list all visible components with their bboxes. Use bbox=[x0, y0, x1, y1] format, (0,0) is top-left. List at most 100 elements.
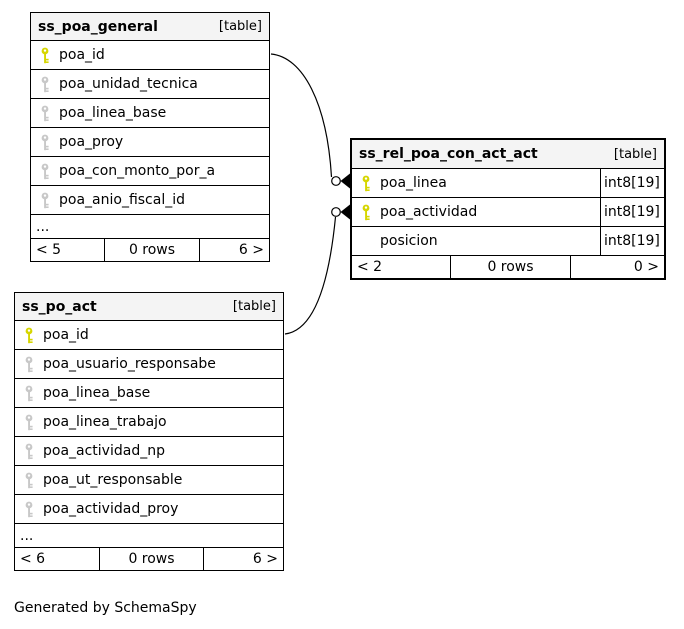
column-name-cell: poa_con_monto_por_a bbox=[39, 157, 269, 185]
column-type: int8[19] bbox=[600, 227, 664, 255]
column-row-poa_linea: poa_linea int8[19] bbox=[352, 168, 664, 197]
column-name: poa_linea bbox=[380, 175, 447, 191]
column-name: poa_actividad bbox=[380, 204, 478, 220]
relationship-connector-poa-linea bbox=[270, 53, 350, 189]
table-header: ss_po_act [table] bbox=[15, 293, 283, 320]
more-columns-ellipsis: ... bbox=[15, 523, 283, 547]
table-header: ss_rel_poa_con_act_act [table] bbox=[352, 140, 664, 168]
odot-endpoint bbox=[331, 176, 341, 186]
column-name: poa_linea_trabajo bbox=[43, 414, 167, 430]
generated-by-text: Generated by SchemaSpy bbox=[14, 600, 197, 616]
column-row-poa_actividad_proy: poa_actividad_proy bbox=[15, 494, 283, 523]
column-name-cell: poa_unidad_tecnica bbox=[39, 70, 269, 98]
column-name-cell: poa_actividad bbox=[360, 198, 600, 226]
column-name-cell: poa_usuario_responsabe bbox=[23, 350, 283, 378]
column-name-cell: poa_anio_fiscal_id bbox=[39, 186, 269, 214]
foreign-key-icon bbox=[39, 76, 51, 93]
children-count: < 6 bbox=[20, 551, 46, 567]
column-name-cell: poa_linea_base bbox=[39, 99, 269, 127]
column-name: poa_con_monto_por_a bbox=[59, 163, 216, 179]
column-row-poa_actividad_np: poa_actividad_np bbox=[15, 436, 283, 465]
row-count: 0 rows bbox=[99, 548, 203, 570]
foreign-key-icon bbox=[39, 192, 51, 209]
table-header: ss_poa_general [table] bbox=[31, 13, 269, 40]
column-row-poa_id: poa_id bbox=[15, 320, 283, 349]
foreign-key-icon bbox=[39, 134, 51, 151]
column-row-poa_id: poa_id bbox=[31, 40, 269, 69]
column-row-poa_unidad_tecnica: poa_unidad_tecnica bbox=[31, 69, 269, 98]
odot-endpoint bbox=[331, 207, 341, 217]
column-row-poa_proy: poa_proy bbox=[31, 127, 269, 156]
column-name-cell: poa_proy bbox=[39, 128, 269, 156]
column-row-posicion: posicion int8[19] bbox=[352, 226, 664, 255]
primary-key-icon bbox=[360, 175, 372, 192]
column-row-poa_actividad: poa_actividad int8[19] bbox=[352, 197, 664, 226]
table-ss_po_act[interactable]: ss_po_act [table] poa_id poa_usuario_respon… bbox=[14, 292, 284, 571]
column-name: poa_linea_base bbox=[59, 105, 167, 121]
primary-key-icon bbox=[360, 204, 372, 221]
column-row-poa_linea_base: poa_linea_base bbox=[31, 98, 269, 127]
row-count: 0 rows bbox=[450, 256, 570, 278]
table-name: ss_rel_poa_con_act_act bbox=[359, 146, 538, 162]
table-type-label: [table] bbox=[613, 146, 657, 162]
column-name-cell: posicion bbox=[360, 227, 600, 255]
column-name: posicion bbox=[380, 233, 438, 249]
children-count: < 2 bbox=[357, 259, 383, 275]
parents-count: 0 > bbox=[570, 256, 664, 278]
column-name-cell: poa_id bbox=[39, 41, 269, 69]
column-row-poa_linea_base: poa_linea_base bbox=[15, 378, 283, 407]
column-type: int8[19] bbox=[600, 169, 664, 197]
column-row-poa_ut_responsable: poa_ut_responsable bbox=[15, 465, 283, 494]
table-name: ss_poa_general bbox=[38, 18, 158, 35]
column-name: poa_actividad_np bbox=[43, 443, 165, 459]
column-row-poa_con_monto_por_a: poa_con_monto_por_a bbox=[31, 156, 269, 185]
table-ss_poa_general[interactable]: ss_poa_general [table] poa_id poa_unidad_te… bbox=[30, 12, 270, 262]
column-name: poa_id bbox=[59, 47, 105, 63]
parents-count: 6 > bbox=[199, 239, 269, 261]
column-row-poa_anio_fiscal_id: poa_anio_fiscal_id bbox=[31, 185, 269, 214]
foreign-key-icon bbox=[39, 105, 51, 122]
no-key-spacer bbox=[360, 233, 372, 250]
foreign-key-icon bbox=[39, 163, 51, 180]
foreign-key-icon bbox=[23, 472, 35, 489]
column-name: poa_proy bbox=[59, 134, 124, 150]
column-name-cell: poa_actividad_proy bbox=[23, 495, 283, 523]
column-row-poa_usuario_responsabe: poa_usuario_responsabe bbox=[15, 349, 283, 378]
column-name-cell: poa_actividad_np bbox=[23, 437, 283, 465]
table-type-label: [table] bbox=[218, 19, 262, 34]
parents-count: 6 > bbox=[203, 548, 283, 570]
column-name: poa_anio_fiscal_id bbox=[59, 192, 185, 208]
table-name: ss_po_act bbox=[22, 298, 97, 315]
column-name-cell: poa_id bbox=[23, 321, 283, 349]
primary-key-icon bbox=[39, 47, 51, 64]
foreign-key-icon bbox=[23, 501, 35, 518]
column-name-cell: poa_linea_base bbox=[23, 379, 283, 407]
column-name-cell: poa_linea bbox=[360, 169, 600, 197]
more-columns-ellipsis: ... bbox=[31, 214, 269, 238]
column-type: int8[19] bbox=[600, 198, 664, 226]
foreign-key-icon bbox=[23, 356, 35, 373]
row-count: 0 rows bbox=[104, 239, 199, 261]
foreign-key-icon bbox=[23, 414, 35, 431]
column-name: poa_unidad_tecnica bbox=[59, 76, 198, 92]
column-name-cell: poa_ut_responsable bbox=[23, 466, 283, 494]
crow-foot-arrow bbox=[340, 204, 350, 220]
foreign-key-icon bbox=[23, 443, 35, 460]
foreign-key-icon bbox=[23, 385, 35, 402]
column-name: poa_usuario_responsabe bbox=[43, 356, 216, 372]
crow-foot-arrow bbox=[340, 173, 350, 189]
column-name: poa_id bbox=[43, 327, 89, 343]
relationship-connector-poa-actividad bbox=[284, 204, 350, 335]
column-name: poa_linea_base bbox=[43, 385, 151, 401]
table-type-label: [table] bbox=[232, 299, 276, 314]
column-name: poa_ut_responsable bbox=[43, 472, 183, 488]
primary-key-icon bbox=[23, 327, 35, 344]
column-name: poa_actividad_proy bbox=[43, 501, 179, 517]
column-row-poa_linea_trabajo: poa_linea_trabajo bbox=[15, 407, 283, 436]
children-count: < 5 bbox=[36, 242, 62, 258]
